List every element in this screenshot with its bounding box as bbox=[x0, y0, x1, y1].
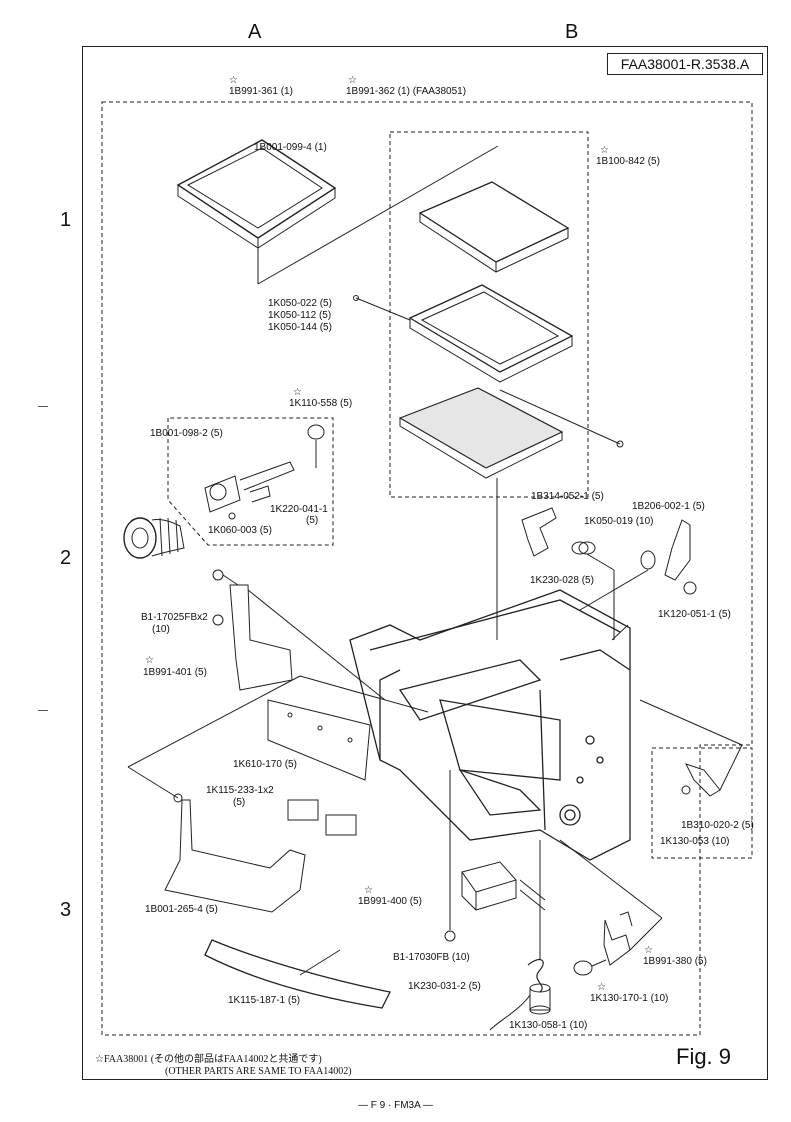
stud-part bbox=[529, 983, 551, 1015]
part-label-1B206-002-1: 1B206-002-1 (5) bbox=[632, 501, 705, 512]
column-label-b: B bbox=[565, 21, 579, 43]
part-label-1B991-400: 1B991-400 (5) bbox=[358, 896, 422, 907]
part-label-1K610-170: 1K610-170 (5) bbox=[233, 759, 297, 770]
part-label-B1-17025FB: B1-17025FBx2 bbox=[141, 612, 208, 623]
margin-tick bbox=[38, 710, 48, 711]
part-label-star: ☆ bbox=[145, 655, 154, 666]
part-label-1K110-558: 1K110-558 (5) bbox=[289, 398, 353, 409]
column-label-a: A bbox=[248, 21, 262, 43]
label-sticker-part bbox=[325, 814, 357, 836]
screw-part bbox=[353, 295, 359, 301]
viewer-group-boundary bbox=[389, 131, 589, 498]
part-label-1B991-362: 1B991-362 (1) (FAA38051) bbox=[346, 86, 467, 97]
part-label-1K115-187-1: 1K115-187-1 (5) bbox=[228, 995, 301, 1006]
part-label-star: ☆ bbox=[364, 885, 373, 896]
part-label-star: ☆ bbox=[348, 75, 357, 86]
page-footer: — F 9 · FM3A — bbox=[357, 1100, 433, 1111]
glass-plate-part bbox=[418, 181, 570, 273]
part-label-B1-17025FB-qty: (10) bbox=[152, 624, 170, 635]
part-label-1K130-058-1: 1K130-058-1 (10) bbox=[509, 1020, 588, 1031]
part-label-1K120-051-1: 1K120-051-1 (5) bbox=[658, 609, 731, 620]
part-label-1B100-842: 1B100-842 (5) bbox=[596, 156, 660, 167]
part-label-1B001-098-2: 1B001-098-2 (5) bbox=[150, 428, 223, 439]
figure-code: FAA38001-R.3538.A bbox=[607, 53, 763, 75]
shutter-plate-part bbox=[267, 699, 371, 781]
cam-part bbox=[521, 507, 557, 557]
part-label-1B001-265-4: 1B001-265-4 (5) bbox=[145, 904, 218, 915]
part-label-1K050-022: 1K050-022 (5) bbox=[268, 298, 332, 309]
part-label-1K050-019: 1K050-019 (10) bbox=[584, 516, 654, 527]
focusing-screen-part bbox=[398, 387, 564, 479]
part-label-B1-17030FB: B1-17030FB (10) bbox=[393, 952, 470, 963]
spring-part bbox=[527, 958, 544, 993]
part-label-1K115-233-1: 1K115-233-1x2 bbox=[206, 785, 274, 796]
part-label-1B314-052-1: 1B314-052-1 (5) bbox=[531, 491, 604, 502]
part-label-1K060-003: 1K060-003 (5) bbox=[208, 525, 272, 536]
mirror-frame-part bbox=[408, 284, 574, 383]
washer-part bbox=[307, 424, 325, 440]
part-label-star: ☆ bbox=[644, 945, 653, 956]
margin-tick bbox=[38, 406, 48, 407]
part-label-1B001-099-4: 1B001-099-4 (1) bbox=[254, 142, 327, 153]
shaft-assembly-part bbox=[123, 461, 295, 559]
part-label-star: ☆ bbox=[229, 75, 238, 86]
row-number-3: 3 bbox=[60, 899, 72, 921]
pressure-plate-part bbox=[204, 939, 391, 1009]
pin-part bbox=[616, 440, 624, 448]
screw-part bbox=[444, 930, 456, 942]
part-label-1B991-361: 1B991-361 (1) bbox=[229, 86, 293, 97]
lever-group-boundary bbox=[651, 747, 753, 859]
main-body-part bbox=[349, 589, 631, 861]
part-label-1B310-020-2: 1B310-020-2 (5) bbox=[681, 820, 754, 831]
row-number-1: 1 bbox=[60, 209, 72, 231]
part-label-1K130-170-1: 1K130-170-1 (10) bbox=[590, 993, 669, 1004]
assembly-boundary bbox=[101, 101, 753, 1036]
figure-label: Fig. 9 bbox=[676, 1044, 732, 1069]
small-lever-part bbox=[681, 763, 721, 797]
part-label-1K230-031-2: 1K230-031-2 (5) bbox=[408, 981, 481, 992]
drawing-frame bbox=[82, 46, 768, 1080]
part-label-1B991-380: 1B991-380 (5) bbox=[643, 956, 707, 967]
part-label-1K130-053: 1K130-053 (10) bbox=[660, 836, 730, 847]
part-label-1K220-041-1: 1K220-041-1 bbox=[270, 504, 328, 515]
label-sticker-part bbox=[287, 799, 319, 821]
part-label-star: ☆ bbox=[293, 387, 302, 398]
part-label-1K220-041-1-qty: (5) bbox=[306, 515, 319, 526]
release-lever-part bbox=[573, 911, 633, 976]
shaft-group-boundary bbox=[167, 417, 334, 546]
part-label-1K230-028: 1K230-028 (5) bbox=[530, 575, 594, 586]
part-label-1B991-401: 1B991-401 (5) bbox=[143, 667, 207, 678]
row-number-2: 2 bbox=[60, 547, 72, 569]
top-frame-part bbox=[176, 139, 337, 249]
part-label-1K115-233-1-qty: (5) bbox=[233, 797, 246, 808]
bushing-part bbox=[571, 541, 596, 555]
part-label-1K050-112: 1K050-112 (5) bbox=[268, 310, 332, 321]
film-bracket-part bbox=[164, 793, 306, 913]
note-japanese: ☆FAA38001 (その他の部品はFAA14002と共通です) bbox=[95, 1054, 322, 1065]
part-label-star: ☆ bbox=[597, 982, 606, 993]
note-english: (OTHER PARTS ARE SAME TO FAA14002) bbox=[165, 1066, 352, 1077]
wind-lever-part bbox=[640, 519, 697, 595]
part-label-1K050-144: 1K050-144 (5) bbox=[268, 322, 332, 333]
switch-part bbox=[461, 861, 546, 911]
mounting-plate-part bbox=[212, 569, 386, 701]
part-label-star: ☆ bbox=[600, 145, 609, 156]
